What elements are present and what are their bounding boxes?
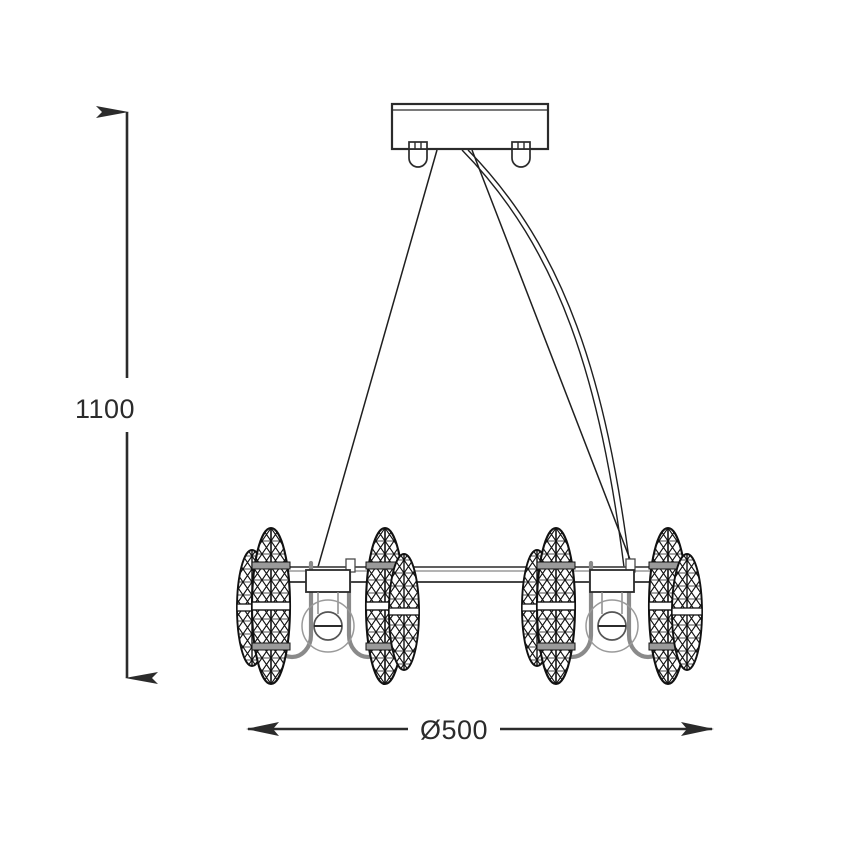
- cable-grip-left-icon: [408, 141, 428, 168]
- suspension-cable-right: [471, 149, 634, 568]
- ceiling-canopy: [390, 102, 550, 168]
- diameter-dimension: Ø500: [246, 715, 714, 745]
- power-cord-outer: [461, 149, 625, 568]
- crystal-disc-secondary: [671, 553, 703, 671]
- power-cord-inner: [467, 149, 631, 568]
- suspension-cable-left: [317, 149, 438, 568]
- crystal-disc-secondary: [388, 553, 420, 671]
- crystal-disc-primary: [535, 526, 577, 686]
- crystal-disc-primary: [250, 526, 292, 686]
- diameter-dimension-label: Ø500: [420, 715, 488, 745]
- height-dimension-label: 1100: [75, 394, 135, 424]
- cable-grip-right-icon: [511, 141, 531, 168]
- suspension-assembly: [317, 149, 634, 568]
- height-dimension: 1100: [75, 106, 158, 684]
